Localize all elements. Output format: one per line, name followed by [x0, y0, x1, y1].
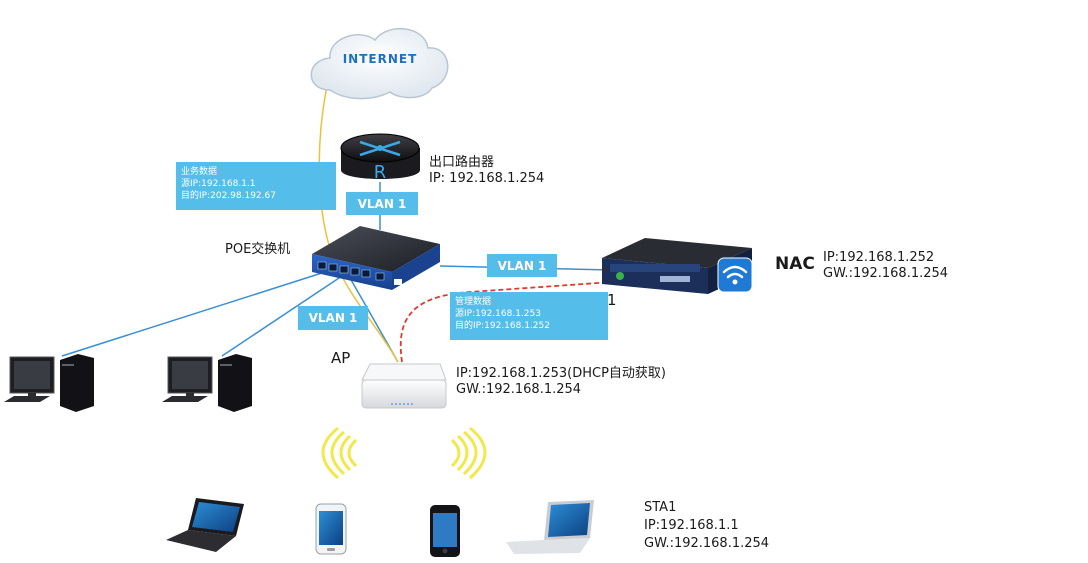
business-data-title: 业务数据 [181, 167, 218, 177]
router-icon [340, 133, 420, 179]
sta-name: STA1 [644, 500, 677, 515]
vlan-tag-nac: VLAN 1 [487, 254, 557, 277]
wifi-signal-right-icon [450, 426, 487, 480]
sta-gw: GW.:192.168.1.254 [644, 536, 770, 551]
sta-ip: IP:192.168.1.1 [644, 518, 739, 533]
management-data-dst: 目的IP:192.168.1.252 [455, 321, 550, 331]
ap-label: AP [331, 349, 350, 367]
smartphone-icon [430, 505, 460, 557]
management-data-title: 管理数据 [455, 297, 492, 307]
business-data-dst: 目的IP:202.98.192.67 [181, 191, 276, 201]
nac-gw: GW.:192.168.1.254 [823, 266, 949, 281]
cloud-icon [310, 27, 449, 100]
access-point-icon [361, 363, 447, 409]
switch-pc2-link [221, 275, 343, 357]
nac-port-mark: 1 [607, 291, 617, 309]
wifi-signal-left-icon [321, 426, 358, 480]
business-data-src: 源IP:192.168.1.1 [181, 179, 256, 189]
nac-name: NAC [775, 254, 815, 274]
vlan-tag-ap: VLAN 1 [298, 306, 368, 330]
router-ip: IP: 192.168.1.254 [429, 171, 545, 186]
nac-ip: IP:192.168.1.252 [823, 250, 935, 265]
management-data-box: 管理数据 源IP:192.168.1.253 目的IP:192.168.1.25… [450, 292, 608, 340]
laptop-icon [166, 498, 244, 552]
vlan-tag-router: VLAN 1 [346, 192, 418, 215]
smartphone-icon [315, 503, 347, 555]
switch-icon [312, 226, 440, 290]
desktop-pc-icon [162, 354, 252, 412]
network-links [61, 182, 613, 363]
laptop-icon [506, 500, 594, 554]
wifi-icon [717, 257, 753, 293]
switch-name: POE交换机 [225, 242, 291, 257]
management-data-src: 源IP:192.168.1.253 [455, 309, 541, 319]
internet-label: INTERNET [343, 52, 418, 66]
ap-gw: GW.:192.168.1.254 [456, 382, 582, 397]
desktop-pc-icon [4, 354, 94, 412]
router-glyph: R [374, 162, 387, 183]
switch-pc1-link [61, 271, 326, 357]
ap-ip: IP:192.168.1.253(DHCP自动获取) [456, 366, 667, 381]
business-data-box: 业务数据 源IP:192.168.1.1 目的IP:202.98.192.67 [176, 162, 336, 210]
router-name: 出口路由器 [429, 155, 495, 170]
